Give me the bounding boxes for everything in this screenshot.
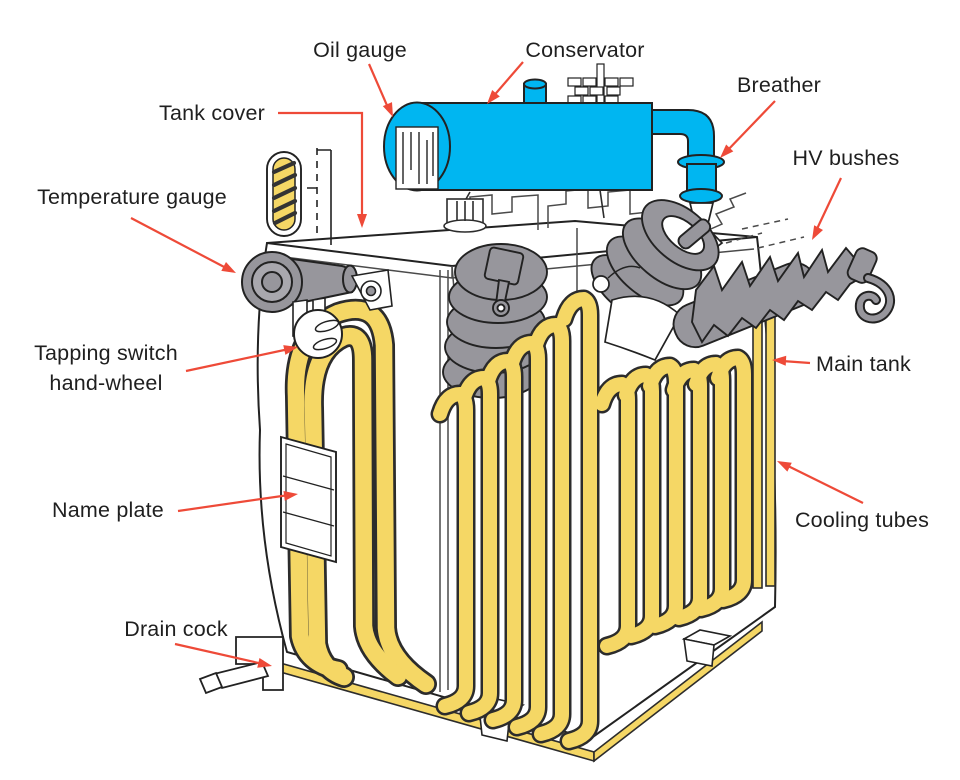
label-drain-cock: Drain cock bbox=[124, 617, 228, 641]
hv-bushes-arrow bbox=[812, 177, 842, 240]
oil-gauge-window bbox=[395, 126, 439, 190]
tapping-hand-wheel-shape bbox=[293, 309, 343, 359]
drain-cock-shape bbox=[198, 636, 284, 695]
temperature-gauge-arrow bbox=[130, 217, 236, 273]
label-tank-cover: Tank cover bbox=[159, 101, 265, 125]
tank-cover-arrow bbox=[278, 111, 367, 228]
labels-layer: Oil gauge Conservator Breather Tank cove… bbox=[34, 38, 929, 641]
conservator-valve bbox=[567, 63, 634, 105]
label-cooling-tubes: Cooling tubes bbox=[795, 508, 929, 532]
label-tapping-switch-line1: Tapping switch bbox=[34, 341, 178, 365]
drain-cock-arrow bbox=[174, 642, 272, 668]
hv-bushing-shape bbox=[672, 246, 896, 349]
bushing-skirt bbox=[592, 265, 682, 362]
label-name-plate: Name plate bbox=[52, 498, 164, 522]
breather-arrow bbox=[720, 100, 776, 158]
label-hv-bushes: HV bushes bbox=[793, 146, 900, 170]
thermometer-shape bbox=[266, 148, 332, 245]
name-plate-arrow bbox=[177, 490, 298, 513]
main-tank-arrow bbox=[772, 355, 811, 366]
oil-gauge-arrow bbox=[367, 63, 393, 117]
label-oil-gauge: Oil gauge bbox=[313, 38, 407, 62]
name-plate-shape bbox=[280, 435, 337, 564]
temperature-gauge-shape bbox=[241, 251, 358, 313]
conservator-arrow bbox=[487, 61, 524, 104]
cover-fittings bbox=[443, 188, 805, 249]
conservator-shape bbox=[383, 63, 725, 204]
leader-arrows bbox=[130, 61, 864, 668]
label-temperature-gauge: Temperature gauge bbox=[37, 185, 227, 209]
breather-shape bbox=[677, 154, 725, 204]
cooling-tubes-arrow bbox=[777, 461, 864, 504]
label-breather: Breather bbox=[737, 73, 821, 97]
label-conservator: Conservator bbox=[525, 38, 644, 62]
label-main-tank: Main tank bbox=[816, 352, 911, 376]
tapping-switch-arrow bbox=[185, 345, 298, 373]
label-tapping-switch-line2: hand-wheel bbox=[49, 371, 162, 395]
